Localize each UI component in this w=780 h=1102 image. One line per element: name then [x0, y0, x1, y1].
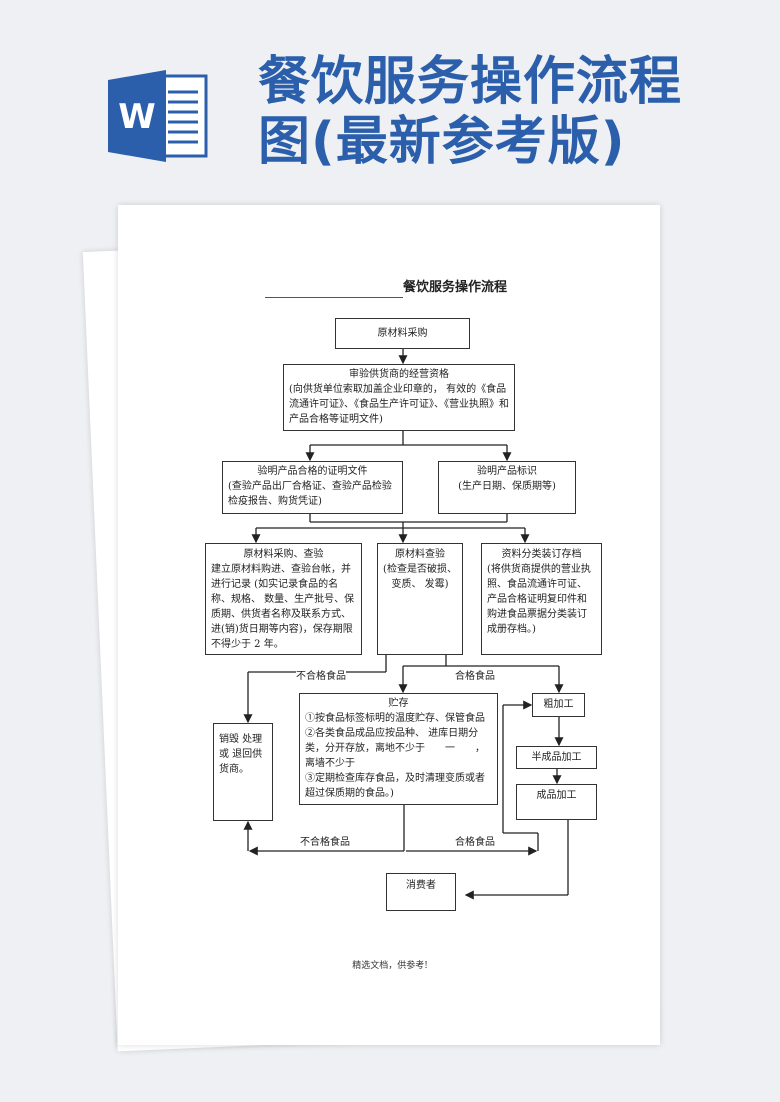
node-record: 原材料采购、查验建立原材料购进、查验台帐，并进行记录 (如实记录食品的名称、规格…: [205, 543, 362, 655]
node-destroy-label: 销毁 处理 或 退回供货商。: [219, 734, 263, 775]
node-archive-title: 资料分类装订存档: [501, 549, 582, 560]
node-finished-label: 成品加工: [536, 790, 577, 801]
node-inspect-body: (检查是否破损、变质、 发霉): [383, 564, 457, 590]
node-rough: 粗加工: [532, 693, 585, 717]
node-storage: 贮存 ①按食品标签标明的温度贮存、保管食品 ②各类食品成品应按品种、 进库日期分类，…: [299, 693, 498, 805]
title-underline: [265, 297, 403, 298]
node-label-body: (生产日期、保质期等): [458, 481, 556, 492]
label-qualified-2: 合格食品: [455, 833, 495, 848]
node-audit: 审验供货商的经营资格 (向供货单位索取加盖企业印章的， 有效的《食品流通许可证》、…: [283, 364, 515, 431]
node-archive-body: (将供货商提供的营业执照、食品流通许可证、产品合格证明复印件和购进食品票据分类装…: [487, 564, 591, 635]
node-audit-title: 审验供货商的经营资格: [349, 369, 449, 380]
doc-title: 餐饮服务操作流程: [403, 280, 508, 295]
node-finished: 成品加工: [516, 784, 597, 820]
node-semi: 半成品加工: [516, 746, 597, 769]
node-semi-label: 半成品加工: [531, 752, 582, 763]
node-inspect-title: 原材料查验: [395, 549, 445, 560]
node-cert-body: (查验产品出厂合格证、查验产品检验检疫报告、购货凭证): [228, 481, 392, 507]
node-storage-item-3: ③定期检查库存食品，及时清理变质或者超过保质期的食品。): [305, 773, 485, 799]
node-cert-title: 验明产品合格的证明文件: [257, 466, 368, 477]
node-audit-body: (向供货单位索取加盖企业印章的， 有效的《食品流通许可证》、《食品生产许可证》、…: [289, 384, 509, 425]
node-label-check: 验明产品标识 (生产日期、保质期等): [438, 461, 576, 514]
node-archive: 资料分类装订存档 (将供货商提供的营业执照、食品流通许可证、产品合格证明复印件和购…: [481, 543, 602, 655]
node-record-body: 建立原材料购进、查验台帐，并进行记录 (如实记录食品的名称、规格、 数量、生产批…: [211, 564, 355, 650]
label-unqualified-1: 不合格食品: [296, 667, 346, 682]
node-rough-label: 粗加工: [543, 699, 574, 710]
label-unqualified-2: 不合格食品: [300, 833, 350, 848]
node-purchase: 原材料采购: [335, 318, 470, 349]
node-destroy: 销毁 处理 或 退回供货商。: [213, 723, 273, 821]
node-inspect: 原材料查验 (检查是否破损、变质、 发霉): [377, 543, 463, 655]
node-label-title: 验明产品标识: [477, 466, 537, 477]
node-consumer-label: 消费者: [406, 880, 436, 891]
page-title: 餐饮服务操作流程 图(最新参考版): [258, 52, 682, 172]
node-cert: 验明产品合格的证明文件 (查验产品出厂合格证、查验产品检验检疫报告、购货凭证): [222, 461, 403, 514]
title-line-2: 图(最新参考版): [258, 112, 626, 172]
label-qualified-1: 合格食品: [455, 667, 495, 682]
node-record-title: 原材料采购、查验: [243, 549, 324, 560]
svg-text:W: W: [118, 97, 156, 137]
word-icon: W: [108, 70, 208, 162]
node-storage-item-2: ②各类食品成品应按品种、 进库日期分类，分开存放，离地不少于 一 ，离墙不少于: [305, 728, 485, 769]
title-line-1: 餐饮服务操作流程: [258, 52, 683, 112]
node-consumer: 消费者: [386, 873, 456, 911]
node-storage-item-1: ①按食品标签标明的温度贮存、保管食品: [305, 713, 485, 724]
doc-footer: 精选文档，供参考!: [352, 961, 428, 971]
node-storage-title: 贮存: [388, 698, 409, 709]
node-purchase-label: 原材料采购: [377, 328, 428, 339]
